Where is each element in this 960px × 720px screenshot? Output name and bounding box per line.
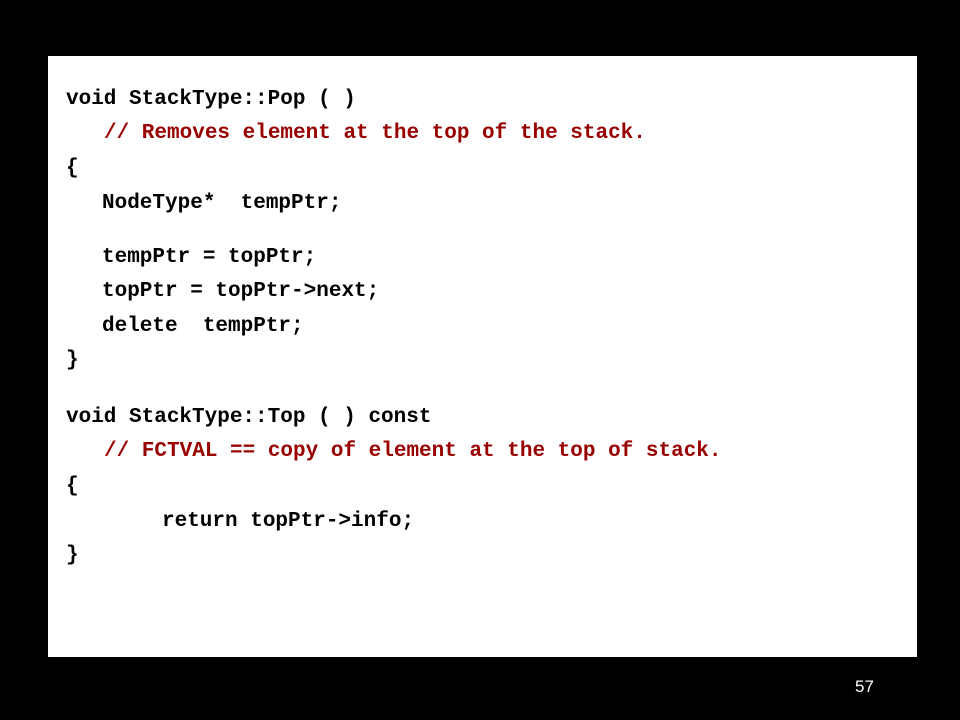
code-line-top-close-brace: } [66, 544, 79, 567]
code-line-pop-declaration: NodeType* tempPtr; [102, 192, 342, 215]
code-line-top-signature: void StackType::Top ( ) const [66, 406, 432, 429]
code-line-pop-open-brace: { [66, 157, 79, 180]
code-line-pop-signature: void StackType::Pop ( ) [66, 88, 356, 111]
code-line-pop-assign-temp: tempPtr = topPtr; [102, 246, 317, 269]
code-line-pop-delete: delete tempPtr; [102, 315, 304, 338]
code-line-top-return: return topPtr->info; [162, 510, 415, 533]
code-line-pop-comment: // Removes element at the top of the sta… [104, 122, 646, 145]
code-line-top-comment: // FCTVAL == copy of element at the top … [104, 440, 722, 463]
code-line-top-open-brace: { [66, 475, 79, 498]
code-line-pop-close-brace: } [66, 349, 79, 372]
slide-content-panel: void StackType::Pop ( ) // Removes eleme… [48, 56, 917, 657]
code-line-pop-advance-top: topPtr = topPtr->next; [102, 280, 380, 303]
page-number: 57 [855, 677, 874, 696]
